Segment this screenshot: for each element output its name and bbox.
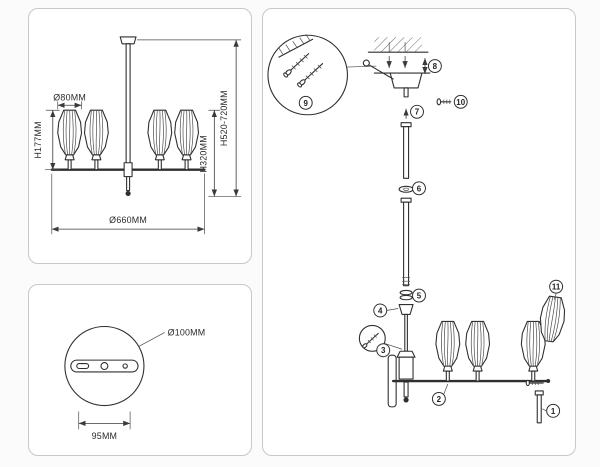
screw-detail-callout: 3 [358,324,403,358]
wall-edge [278,38,314,58]
extension-rod-lower [403,201,410,287]
dim-mount-spacing-label: 95MM [92,431,117,441]
arm-end-cap [546,379,551,384]
chandelier-body [387,294,568,408]
center-hub [398,356,414,380]
canopy-plate [64,325,145,407]
dimension-overall-height: H520-720MM [137,39,242,197]
callout-5-number: 5 [417,292,422,301]
callout-3-group: 3 [376,343,391,358]
callout-8-number: 8 [433,62,438,71]
callout-leader [384,342,403,350]
part-1-group: 1 [525,379,561,424]
callout-6-number: 6 [417,184,422,193]
dim-overall-height-label: H520-720MM [219,90,229,146]
rod-column: 7 6 5 [373,104,426,352]
callout-9-number: 9 [304,99,309,108]
finial-ball [403,397,409,403]
assembly-exploded-drawing: 9 8 [267,34,568,424]
dimension-plate-diameter: Ø100MM [138,327,206,347]
ceiling-hatch [374,37,422,53]
dimension-overall-width: Ø660MM [51,173,205,235]
rod-stub [403,87,409,98]
set-screw-head [436,98,442,106]
canopy-drawing: Ø100MM 95MM [64,325,206,441]
dim-plate-diameter-label: Ø100MM [168,327,206,337]
callout-leader [542,408,547,412]
dim-shade-diameter-label: Ø80MM [53,92,86,102]
washer [399,289,413,296]
callout-7-number: 7 [415,108,420,117]
callout-leader [553,293,557,300]
shade-stem-rod [536,394,542,424]
callout-3-number: 3 [381,346,386,355]
stem-ferrule [534,390,544,396]
rod-threads [402,277,411,286]
anchor-screw [297,63,324,88]
finial-rod [403,381,409,398]
center-hole [100,362,109,371]
threaded-stud [404,313,408,352]
cone-cover [398,303,414,316]
ceiling-mount [362,37,431,98]
dimension-shade-diameter: Ø80MM [53,92,86,110]
dimensions-panel: Ø80MM H177MM H320MM H520-720MM [28,8,252,264]
ceiling-cap [119,36,137,45]
side-hole [122,363,128,369]
lock-ring [398,185,414,193]
center-hub [123,162,133,178]
canopy-panel: Ø100MM 95MM [28,284,252,456]
mount-bar [70,359,139,373]
canopy-cup [389,72,423,89]
chandelier-figure [50,36,206,197]
washer [399,294,413,301]
wall-hatch [278,34,310,55]
finial-rod [126,176,131,192]
callout-2-number: 2 [437,395,442,404]
callout-11-group: 11 [549,279,564,300]
callout-8-group: 8 [422,58,442,75]
spec-chandelier-drawing: Ø80MM H177MM H320MM H520-720MM [33,36,242,235]
dim-shade-height-label: H177MM [33,121,43,158]
callout-leader [443,383,449,395]
callout-7-group: 7 [410,104,424,119]
rod-ferrule [400,197,412,203]
callout-4-number: 4 [378,306,383,315]
callout-9: 9 [298,95,313,110]
down-rod [125,43,131,171]
dimension-mount-spacing: 95MM [78,411,131,441]
callout-5-group: 5 [412,288,426,303]
callout-1-number: 1 [551,407,556,416]
anchor-screw [283,53,310,78]
extension-rod-upper [403,126,410,179]
dim-body-height-label: H320MM [198,135,208,172]
mount-slot [76,363,90,370]
canopy-plate-figure [64,325,145,407]
assembly-panel: 9 8 [262,8,576,456]
dimension-shade-height: H177MM [33,109,60,171]
hub-cap [396,350,416,358]
dim-overall-width-label: Ø660MM [109,215,147,225]
finial-ball [125,190,131,197]
callout-11-number: 11 [552,283,561,292]
anchor-detail-callout: 9 [267,34,349,116]
side-arm [368,64,394,80]
callout-4-group: 4 [373,303,388,318]
callout-2-group: 2 [431,383,449,406]
callout-10-group: 10 [436,94,468,109]
side-arm-hook [362,59,370,67]
callout-6-group: 6 [412,181,426,196]
callout-leader [386,308,399,311]
dimension-body-height: H320MM [198,109,242,197]
rod-ferrule [400,122,412,128]
callout-10-number: 10 [456,98,465,107]
